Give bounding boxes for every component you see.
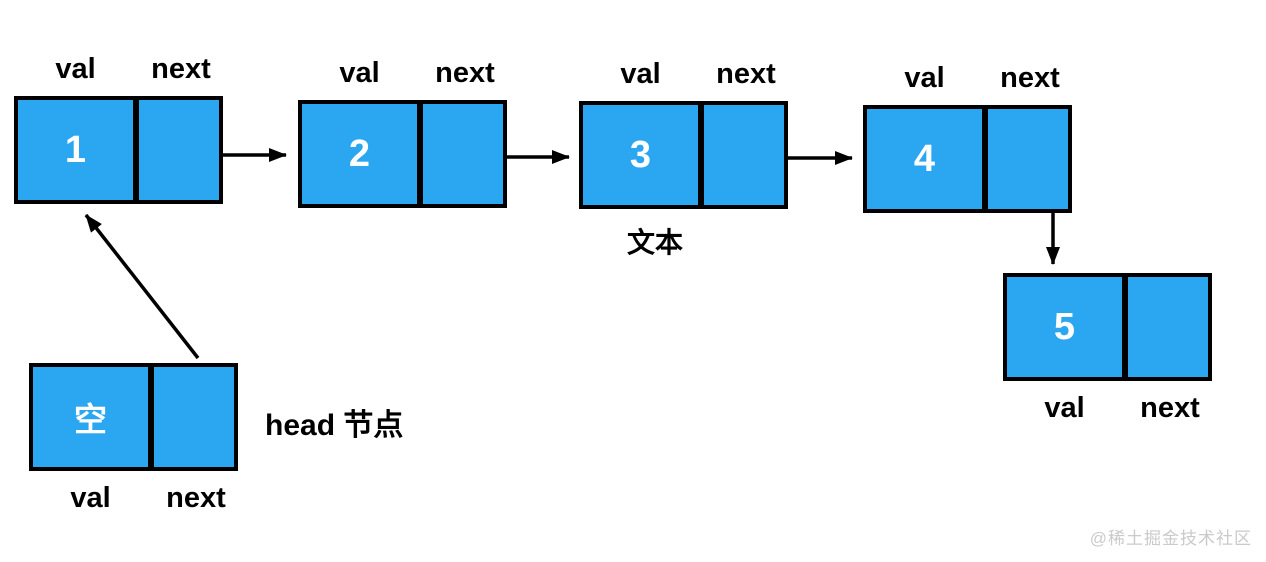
- node-4-next-box: [984, 105, 1072, 213]
- head-node: 空 val next: [29, 363, 240, 513]
- node-1-val-box: 1: [14, 96, 137, 204]
- node-2-value: 2: [348, 132, 371, 175]
- node-5-val-box: 5: [1003, 273, 1126, 381]
- node-4-boxes: 4: [863, 105, 1074, 213]
- node-1-next-box: [135, 96, 223, 204]
- val-label: val: [1044, 392, 1085, 424]
- head-node-value: 空: [74, 401, 107, 438]
- val-label: val: [70, 482, 111, 514]
- head-node-val-box: 空: [29, 363, 152, 471]
- arrow-head-to-node1: [84, 213, 200, 360]
- node-5-field-labels: val next: [1003, 393, 1214, 423]
- val-label: val: [620, 58, 661, 90]
- node-3-value: 3: [629, 133, 652, 176]
- next-label: next: [435, 57, 495, 89]
- next-label: next: [166, 482, 226, 514]
- next-label: next: [151, 53, 211, 85]
- node-4: val next 4: [863, 63, 1074, 213]
- head-node-next-box: [150, 363, 238, 471]
- node-5-boxes: 5: [1003, 273, 1214, 381]
- node-5-next-box: [1124, 273, 1212, 381]
- head-node-caption: head 节点: [265, 409, 404, 442]
- node-4-val-box: 4: [863, 105, 986, 213]
- node-3-caption: 文本: [626, 227, 683, 258]
- node-2-field-labels: val next: [298, 58, 509, 88]
- node-1-boxes: 1: [14, 96, 225, 204]
- val-label: val: [904, 62, 945, 94]
- node-3: val next 3: [579, 59, 790, 209]
- node-1-field-labels: val next: [14, 54, 225, 84]
- val-label: val: [55, 53, 96, 85]
- node-4-value: 4: [913, 137, 936, 180]
- next-label: next: [1000, 62, 1060, 94]
- head-node-boxes: 空: [29, 363, 240, 471]
- node-2-boxes: 2: [298, 100, 509, 208]
- next-label: next: [1140, 392, 1200, 424]
- node-3-next-box: [700, 101, 788, 209]
- head-node-field-labels: val next: [29, 483, 240, 513]
- node-3-field-labels: val next: [579, 59, 790, 89]
- node-3-val-box: 3: [579, 101, 702, 209]
- node-3-boxes: 3: [579, 101, 790, 209]
- watermark: @稀土掘金技术社区: [1089, 529, 1252, 548]
- node-4-field-labels: val next: [863, 63, 1074, 93]
- node-1-value: 1: [64, 128, 87, 171]
- node-2-val-box: 2: [298, 100, 421, 208]
- node-2-next-box: [419, 100, 507, 208]
- next-label: next: [716, 58, 776, 90]
- node-5: 5 val next: [1003, 273, 1214, 423]
- val-label: val: [339, 57, 380, 89]
- node-2: val next 2: [298, 58, 509, 208]
- node-1: val next 1: [14, 54, 225, 204]
- node-5-value: 5: [1053, 305, 1076, 348]
